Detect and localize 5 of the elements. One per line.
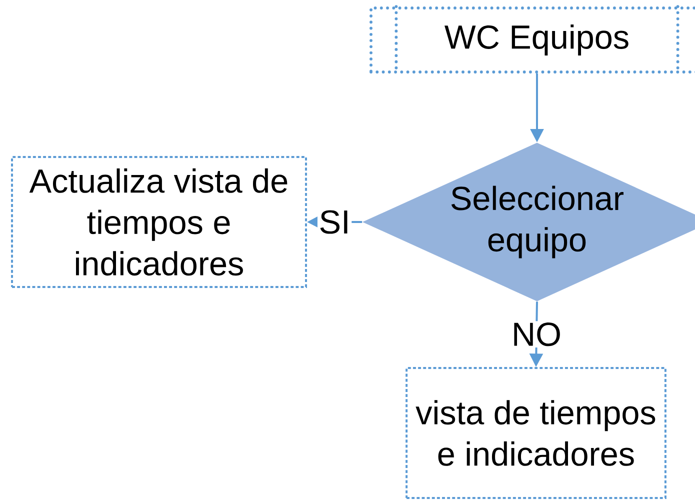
edge-label: SI	[317, 208, 352, 236]
predefined-process-box: WC Equipos	[370, 5, 695, 75]
process-box: vista de tiempos e indicadores	[406, 367, 666, 499]
process-box: Actualiza vista de tiempos e indicadores	[11, 156, 307, 288]
edge-label: NO	[510, 321, 563, 348]
